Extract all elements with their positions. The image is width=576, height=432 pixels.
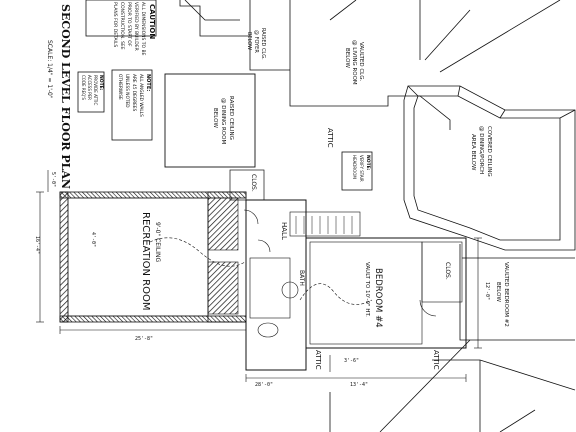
svg-text:COVERED CEILING: COVERED CEILING (486, 126, 492, 177)
porch-below-note: COVERED CEILING @ DINING/PORCH AREA BELO… (470, 126, 492, 177)
attic-label-3: ATTIC (314, 350, 322, 370)
dining-room-below-outline (164, 73, 256, 168)
svg-text:NOTE:: NOTE: (145, 74, 151, 91)
svg-text:ACCESS PER: ACCESS PER (87, 75, 92, 100)
dim-side: 5'-0" (50, 172, 56, 187)
note-box-c (341, 151, 373, 191)
caution-note: CAUTION ALL DIMENSIONS TO BE VERIFIED BY… (112, 2, 156, 56)
svg-text:ALL ANGLED WALLS: ALL ANGLED WALLS (138, 74, 144, 117)
svg-text:VAULTED BEDROOM #2: VAULTED BEDROOM #2 (503, 262, 509, 327)
caution-box (85, 0, 157, 37)
svg-text:@ DINING/PORCH: @ DINING/PORCH (478, 126, 484, 174)
foyer-below-note: RAISED CLG. @ FOYER BELOW (246, 28, 266, 60)
recreation-room-label: RECREATION ROOM (140, 212, 151, 311)
svg-text:BELOW: BELOW (246, 32, 252, 50)
dim-rec-length: 25'-8" (135, 336, 153, 342)
dimension-lines (36, 170, 482, 382)
svg-text:PRIOR TO START OF: PRIOR TO START OF (126, 2, 132, 47)
plan-title: SECOND LEVEL FLOOR PLAN (59, 4, 72, 189)
svg-text:VAULTED CLG.: VAULTED CLG. (358, 42, 364, 81)
svg-text:HEADROOM: HEADROOM (352, 155, 357, 179)
bedroom-ceiling: VAULT TO 10'-0" HT. (364, 262, 370, 317)
bedroom-block (229, 169, 467, 371)
recreation-room-walls (59, 191, 247, 323)
svg-text:BELOW: BELOW (344, 48, 350, 68)
recreation-room-ceiling: 9'-0" CEILING (154, 222, 161, 262)
bath-label: BATH (298, 270, 305, 286)
svg-text:PROVIDE ATTIC: PROVIDE ATTIC (93, 75, 98, 105)
svg-text:UNLESS NOTED: UNLESS NOTED (124, 74, 130, 108)
note-a: NOTE: ALL ANGLED WALLS ARE 45 DEGREES UN… (117, 74, 151, 117)
svg-text:AREA BELOW: AREA BELOW (470, 134, 476, 171)
svg-text:ALL DIMENSIONS TO BE: ALL DIMENSIONS TO BE (140, 2, 146, 56)
svg-text:RAISED CLG.: RAISED CLG. (260, 28, 266, 60)
roof-outline (179, 0, 561, 130)
hall-label: HALL (280, 222, 288, 240)
svg-text:NOTE:: NOTE: (98, 75, 104, 91)
dim-small-b: 3'-6" (344, 358, 359, 364)
living-below-note: VAULTED CLG. @ LIVING ROOM BELOW (344, 40, 364, 85)
bedroom-label: BEDROOM #4 (373, 268, 383, 328)
svg-text:RAISED CEILING: RAISED CEILING (228, 96, 234, 140)
svg-text:VERIFY STAIR: VERIFY STAIR (359, 155, 364, 182)
attic-lines-lower (329, 244, 576, 432)
closet-label-1: CLOS. (250, 174, 257, 192)
dining-below-note: RAISED CEILING @ DINING ROOM BELOW (212, 96, 234, 144)
dim-rec-width: 16'-4" (34, 236, 40, 254)
note-box-b (77, 71, 105, 113)
svg-text:@ LIVING ROOM: @ LIVING ROOM (351, 40, 357, 85)
vaulted-bedroom-below-note: VAULTED BEDROOM #2 BELOW (495, 262, 509, 327)
svg-text:CODE REQ'S: CODE REQ'S (81, 75, 86, 100)
dim-small-a: 4'-0" (90, 232, 96, 247)
note-c: NOTE: VERIFY STAIR HEADROOM (352, 155, 371, 182)
note-b: NOTE: PROVIDE ATTIC ACCESS PER CODE REQ'… (81, 75, 104, 105)
dim-bed-width: 12'-0" (484, 282, 490, 300)
svg-text:@ FOYER: @ FOYER (253, 30, 259, 53)
svg-text:BELOW: BELOW (495, 282, 501, 302)
closet-label-2: CLOS. (444, 262, 451, 280)
svg-text:VERIFIED BY BUILDER: VERIFIED BY BUILDER (133, 2, 139, 51)
plan-scale: SCALE: 1/4" = 1'-0" (46, 40, 53, 99)
svg-text:ARE 45 DEGREES: ARE 45 DEGREES (131, 74, 137, 112)
svg-text:@ DINING ROOM: @ DINING ROOM (220, 98, 226, 144)
porch-below-outline (403, 85, 576, 251)
note-box-a (111, 69, 153, 141)
attic-label-1: ATTIC (326, 128, 334, 148)
svg-text:CONSTRUCTION. SEE: CONSTRUCTION. SEE (119, 2, 125, 50)
svg-text:NOTE:: NOTE: (365, 155, 371, 171)
attic-label-2: ATTIC (432, 350, 440, 370)
svg-text:BELOW: BELOW (212, 108, 218, 128)
dim-overall: 28'-0" (255, 382, 273, 388)
svg-text:PLANS FOR DETAILS: PLANS FOR DETAILS (112, 2, 118, 47)
svg-text:CAUTION: CAUTION (148, 4, 156, 39)
dim-bed-length: 13'-4" (350, 382, 368, 388)
svg-text:OTHERWISE: OTHERWISE (117, 74, 123, 100)
